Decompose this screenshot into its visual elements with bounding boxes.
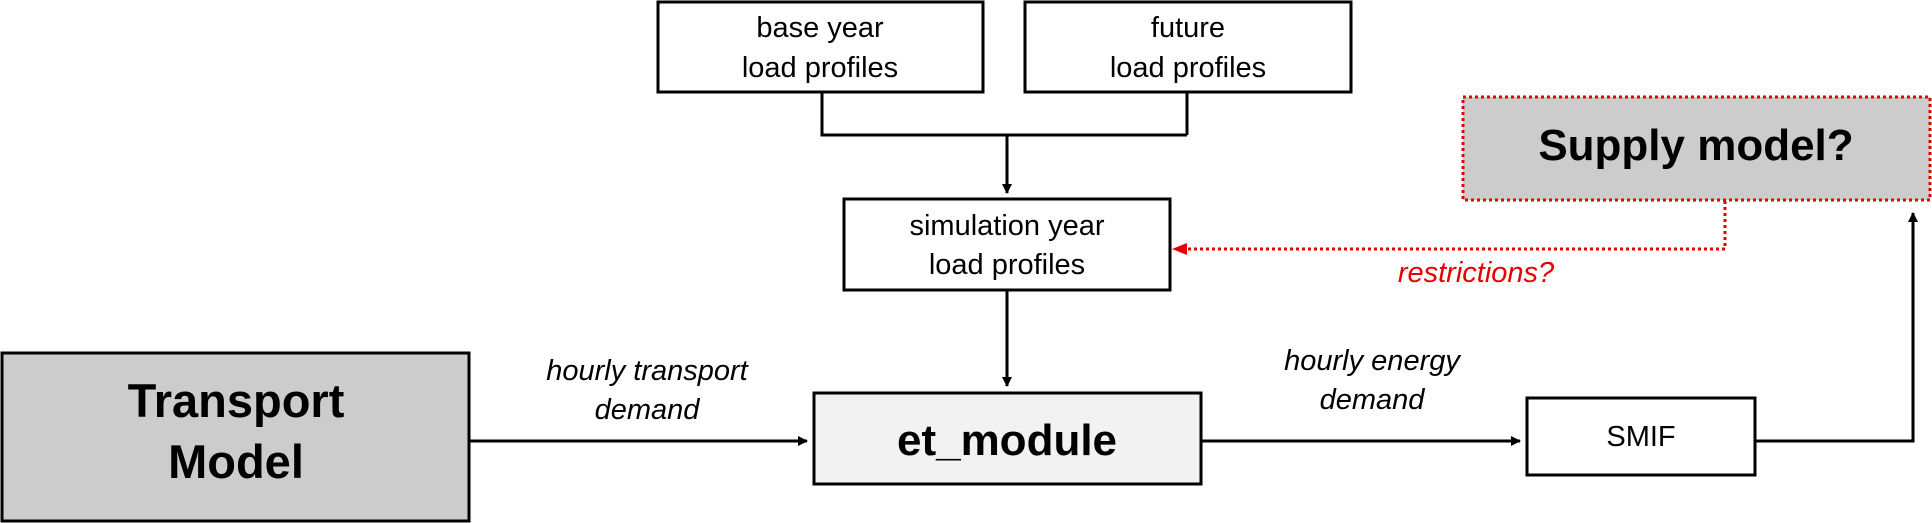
node-transport-model-line2: Model xyxy=(168,435,304,488)
edge-restrictions-arrowhead xyxy=(1172,243,1187,255)
node-base-year-load-profiles: base year load profiles xyxy=(656,0,985,94)
node-et-module: et_module xyxy=(812,391,1203,486)
node-future-load-profiles: future load profiles xyxy=(1023,0,1353,94)
edge-label-transport-line1: hourly transport xyxy=(546,355,749,387)
node-supply-model-label: Supply model? xyxy=(1538,121,1853,170)
edge-restrictions xyxy=(1175,201,1727,251)
node-smif-label: SMIF xyxy=(1606,421,1675,453)
node-simulation-year-line2: load profiles xyxy=(929,249,1085,281)
edge-smif-to-supply-model xyxy=(1756,212,1918,443)
edge-label-energy-line1: hourly energy xyxy=(1284,345,1461,377)
node-smif: SMIF xyxy=(1525,396,1757,477)
node-base-year-line1: base year xyxy=(756,12,884,44)
node-simulation-year-line1: simulation year xyxy=(909,210,1104,242)
edge-label-energy-line2: demand xyxy=(1320,384,1426,416)
node-base-year-line2: load profiles xyxy=(742,52,898,84)
edge-label-restrictions: restrictions? xyxy=(1398,257,1555,289)
node-future-line1: future xyxy=(1151,12,1225,44)
edge-base-year-merge xyxy=(820,93,1187,137)
node-simulation-year-load-profiles: simulation year load profiles xyxy=(842,197,1172,292)
node-transport-model: Transport Model xyxy=(0,351,471,523)
node-future-line2: load profiles xyxy=(1110,52,1266,84)
node-transport-model-line1: Transport xyxy=(128,374,345,427)
edge-label-transport-line2: demand xyxy=(595,394,701,426)
node-supply-model: Supply model? xyxy=(1461,95,1932,202)
node-et-module-label: et_module xyxy=(897,416,1117,465)
